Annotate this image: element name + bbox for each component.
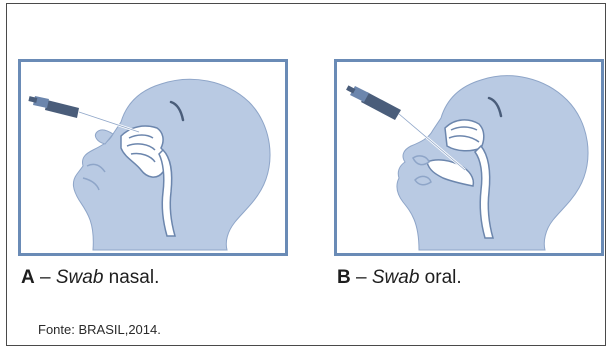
caption-term: Swab	[56, 267, 104, 288]
caption-term: Swab	[372, 267, 420, 288]
figure-frame: A – Swab nasal. B – Swab oral. Fonte: BR…	[6, 3, 606, 346]
caption-dash: –	[35, 267, 56, 288]
oral-swab-illustration	[334, 59, 604, 256]
head-profile-oral	[337, 62, 601, 253]
caption-letter: A	[21, 267, 35, 288]
caption-rest: oral.	[419, 267, 461, 288]
caption-oral: B – Swab oral.	[337, 267, 462, 289]
caption-nasal: A – Swab nasal.	[21, 267, 159, 289]
head-profile-nasal	[21, 62, 285, 253]
swab-handle	[28, 96, 79, 118]
caption-dash: –	[351, 267, 372, 288]
nasal-swab-illustration	[18, 59, 288, 256]
source-credit: Fonte: BRASIL,2014.	[38, 322, 161, 337]
nasal-cavity	[445, 120, 484, 151]
caption-rest: nasal.	[103, 267, 159, 288]
caption-letter: B	[337, 267, 351, 288]
swab-handle	[346, 85, 401, 120]
